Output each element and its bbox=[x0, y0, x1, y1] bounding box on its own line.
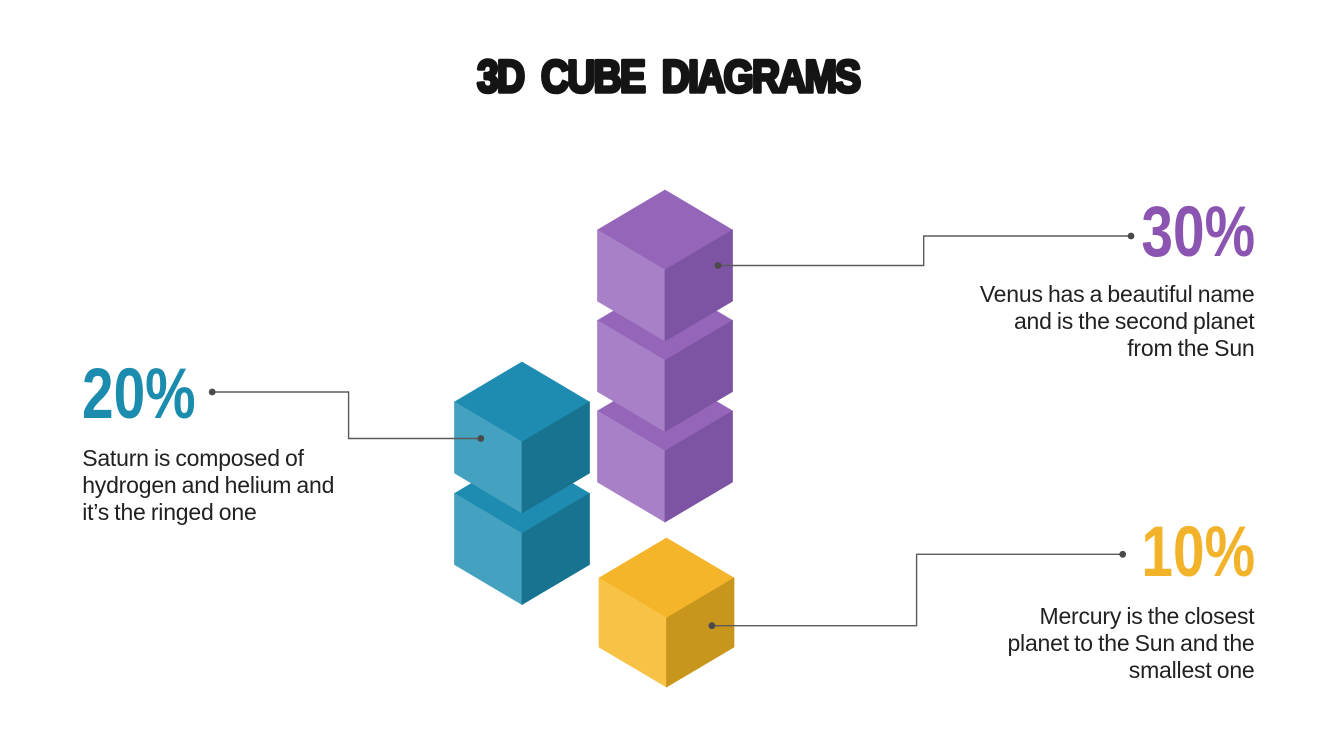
svg-text:3D CUBE DIAGRAMS: 3D CUBE DIAGRAMS bbox=[477, 52, 860, 102]
